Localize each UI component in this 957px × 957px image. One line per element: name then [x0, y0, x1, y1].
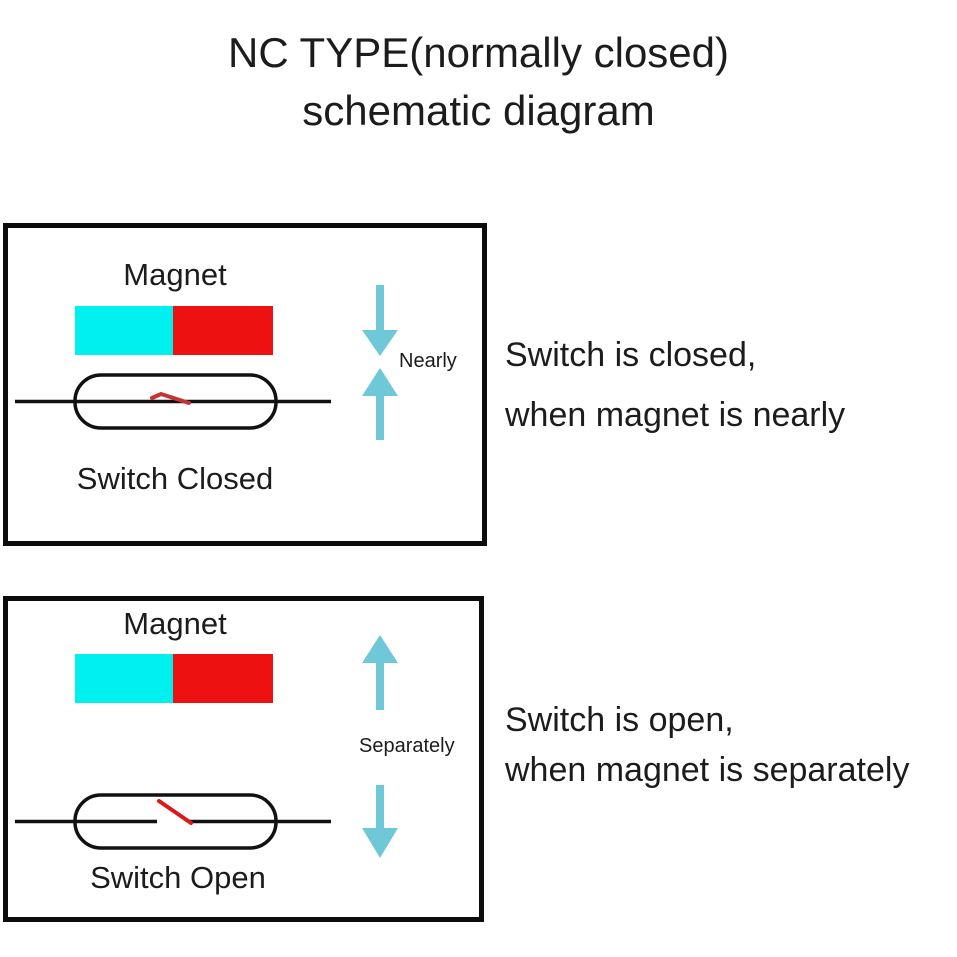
magnet-cyan-pole-open: [75, 654, 173, 703]
panel-closed-box: [3, 223, 487, 546]
reed-contact-closed: [150, 391, 191, 405]
page-title-line1: NC TYPE(normally closed): [227, 29, 730, 76]
caption-closed-line2: when magnet is nearly: [505, 396, 846, 434]
caption-open-line1: Switch is open,: [505, 701, 734, 739]
caption-open-line2: when magnet is separately: [505, 751, 910, 789]
page-title: NC TYPE(normally closed) schematic diagr…: [0, 24, 957, 140]
switch-open-label: Switch Open: [90, 860, 266, 895]
magnet-label-closed: Magnet: [123, 257, 227, 292]
arrow-down-icon: [362, 285, 398, 356]
magnet-red-pole-closed: [173, 306, 273, 355]
arrow-down-icon: [362, 785, 398, 858]
magnet-red-pole-open: [173, 654, 273, 703]
arrow-up-icon: [362, 368, 398, 440]
closed-panel-diagram: [15, 285, 398, 440]
caption-closed-line1: Switch is closed,: [505, 336, 757, 374]
reed-contact-open: [157, 799, 193, 825]
open-panel-diagram: [15, 635, 398, 858]
arrow-up-icon: [362, 635, 398, 710]
reed-switch-capsule-closed: [73, 373, 278, 430]
page-title-line2: schematic diagram: [302, 87, 655, 134]
magnet-label-open: Magnet: [123, 606, 227, 641]
reed-switch-capsule-open: [73, 793, 278, 850]
separately-label: Separately: [359, 735, 455, 757]
magnet-cyan-pole-closed: [75, 306, 173, 355]
switch-closed-label: Switch Closed: [76, 461, 274, 496]
panel-open-box: [3, 596, 484, 922]
nearly-label: Nearly: [399, 350, 457, 372]
